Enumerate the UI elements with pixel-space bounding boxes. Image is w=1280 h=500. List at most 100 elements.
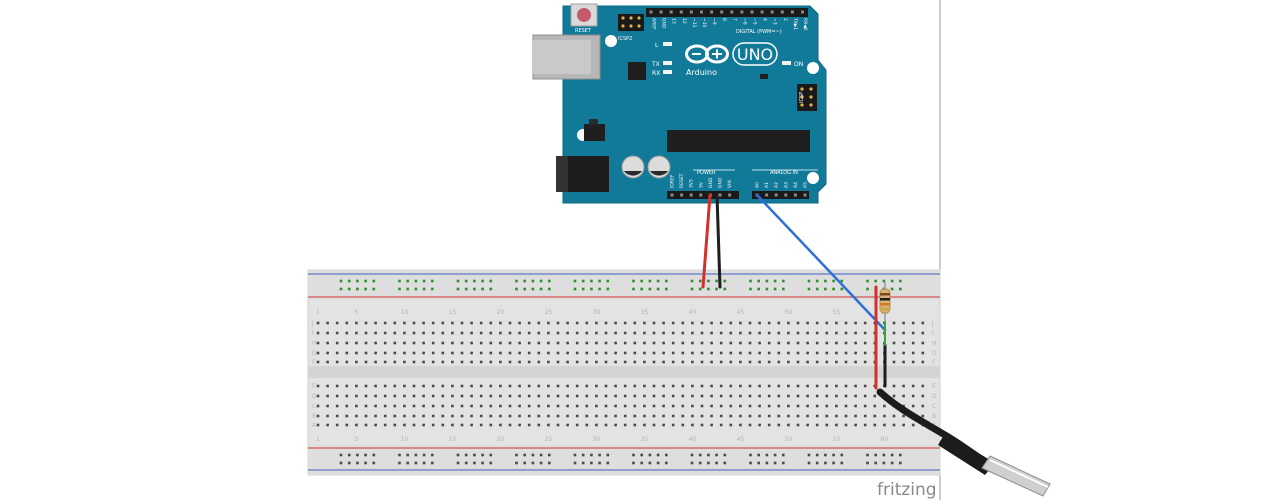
breadboard-hole: [451, 384, 454, 388]
breadboard-hole: [825, 423, 829, 427]
breadboard-hole: [767, 360, 771, 364]
breadboard-hole: [633, 384, 637, 388]
breadboard-hole: [767, 321, 771, 325]
breadboard-hole: [326, 341, 329, 345]
breadboard-hole: [854, 404, 857, 408]
rail-hole: [890, 279, 894, 283]
breadboard-hole: [921, 384, 925, 388]
uno-badge: [732, 42, 778, 66]
led-l-label: L: [655, 42, 659, 49]
breadboard-hole: [863, 341, 867, 345]
breadboard-hole: [508, 360, 512, 364]
breadboard-hole: [614, 351, 617, 355]
rail-hole: [456, 453, 460, 457]
breadboard-hole: [835, 331, 838, 335]
breadboard-hole: [374, 414, 377, 418]
breadboard-hole: [479, 394, 483, 398]
breadboard-hole: [527, 341, 531, 345]
led-on-label: ON: [794, 61, 803, 68]
breadboard-hole: [335, 414, 339, 418]
breadboard-hole: [499, 414, 502, 418]
breadboard-hole: [403, 360, 406, 364]
breadboard-hole: [451, 331, 454, 335]
breadboard-hole: [729, 423, 733, 427]
breadboard-hole: [921, 394, 925, 398]
breadboard-hole: [489, 384, 493, 388]
breadboard-hole: [854, 360, 857, 364]
breadboard-hole: [489, 360, 493, 364]
breadboard-hole: [825, 331, 829, 335]
header-pin: [700, 10, 703, 14]
led-l: [663, 42, 672, 46]
rail-hole: [523, 287, 526, 291]
breadboard-hole: [547, 404, 550, 408]
small-component: [760, 74, 768, 79]
breadboard-hole: [575, 404, 579, 408]
breadboard-hole: [412, 351, 416, 355]
breadboard-hole: [537, 351, 541, 355]
breadboard-hole: [383, 321, 387, 325]
breadboard-hole: [662, 423, 665, 427]
breadboard-hole: [748, 360, 752, 364]
breadboard-hole: [518, 321, 521, 325]
breadboard-hole: [662, 331, 665, 335]
breadboard-hole: [892, 423, 896, 427]
rail-hole: [773, 461, 777, 465]
wires: [701, 193, 887, 390]
breadboard-hole: [441, 394, 445, 398]
rail-hole: [398, 453, 401, 457]
column-number: 30: [593, 309, 601, 316]
breadboard-hole: [748, 384, 752, 388]
rail-hole: [656, 279, 660, 283]
rail-hole: [573, 453, 577, 457]
rail-hole: [431, 461, 434, 465]
breadboard-hole: [556, 404, 560, 408]
breadboard-hole: [623, 331, 627, 335]
rail-hole: [372, 287, 376, 291]
breadboard-hole: [767, 351, 771, 355]
fritzing-credit: fritzing: [877, 480, 937, 500]
breadboard-hole: [691, 423, 694, 427]
breadboard-hole: [787, 321, 790, 325]
breadboard-hole: [547, 331, 550, 335]
usb-chip: [628, 62, 646, 80]
rail-hole: [473, 453, 476, 457]
breadboard-hole: [815, 321, 819, 325]
breadboard-hole: [614, 394, 617, 398]
header-pin: [803, 193, 807, 197]
probe-highlight: [989, 459, 1049, 488]
rail-hole: [782, 461, 785, 465]
breadboard-hole: [681, 360, 685, 364]
breadboard-hole: [863, 321, 867, 325]
icsp-header: [797, 84, 817, 111]
breadboard-hole: [403, 341, 406, 345]
breadboard-hole: [691, 404, 694, 408]
breadboard-hole: [393, 331, 397, 335]
rail-hole: [632, 461, 635, 465]
breadboard-hole: [383, 331, 387, 335]
breadboard-hole: [633, 360, 637, 364]
rail-hole: [431, 279, 434, 283]
breadboard-hole: [911, 423, 915, 427]
breadboard-hole: [902, 321, 905, 325]
power-label: POWER: [697, 170, 716, 176]
breadboard-hole: [499, 360, 502, 364]
rail-hole: [456, 461, 460, 465]
rail-hole: [598, 461, 601, 465]
breadboard-hole: [547, 423, 550, 427]
pin-label: ~5: [752, 18, 758, 25]
breadboard-hole: [441, 423, 445, 427]
breadboard-hole: [460, 341, 464, 345]
center-channel: [308, 366, 940, 378]
column-number: 50: [785, 309, 793, 316]
rail-hole: [648, 287, 652, 291]
breadboard-hole: [614, 414, 617, 418]
breadboard-hole: [575, 423, 579, 427]
header-pin: [740, 10, 744, 14]
rail-hole: [531, 287, 535, 291]
breadboard-hole: [383, 394, 387, 398]
breadboard-hole: [566, 351, 569, 355]
breadboard-hole: [422, 351, 425, 355]
rail-hole: [364, 461, 367, 465]
rail-hole: [690, 279, 694, 283]
